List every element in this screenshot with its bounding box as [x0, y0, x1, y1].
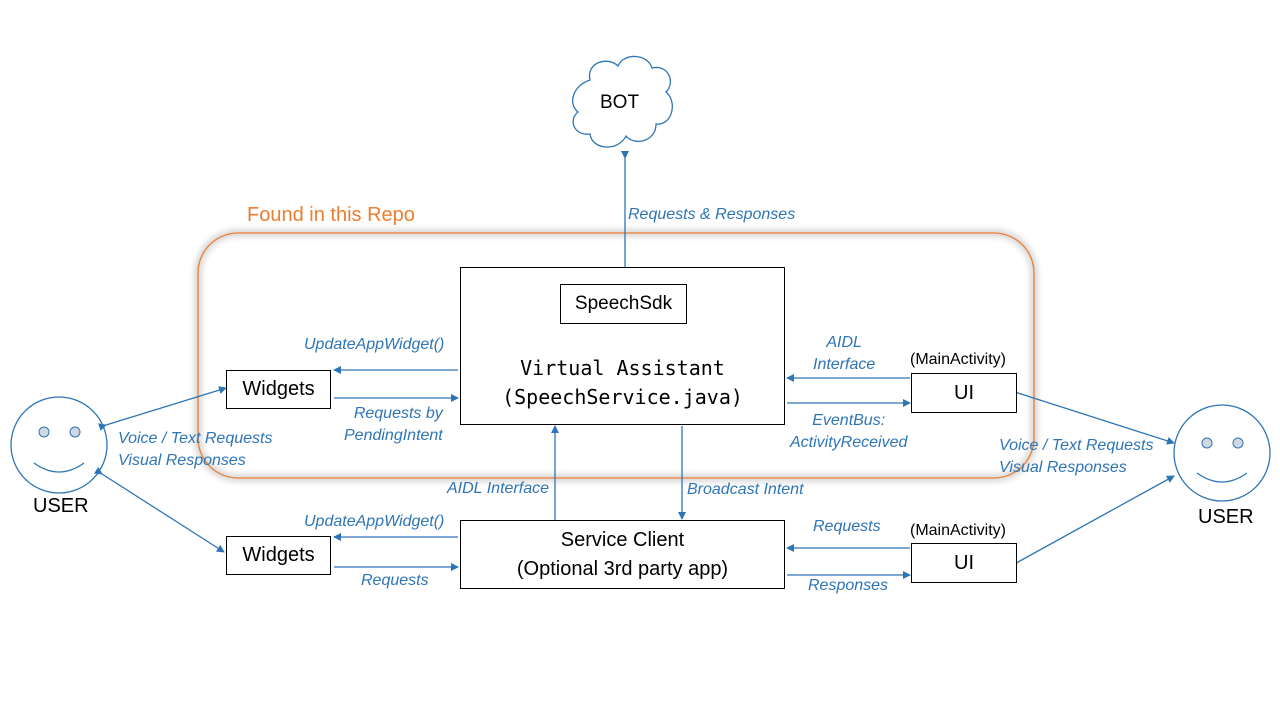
label-voice-left: Voice / Text Requests Visual Responses — [118, 428, 272, 472]
widgets-bottom-label: Widgets — [242, 544, 315, 566]
label-voice-right-line1: Voice / Text Requests — [999, 437, 1154, 454]
label-requests-by: Requests by PendingIntent — [344, 403, 443, 447]
label-requests-by-line2: PendingIntent — [344, 427, 443, 444]
repo-boundary — [197, 232, 1035, 479]
user-left-smiley-icon — [10, 396, 108, 494]
virtual-assistant-box: SpeechSdk Virtual Assistant (SpeechServi… — [460, 267, 785, 425]
widgets-top-box: Widgets — [226, 370, 331, 409]
label-eventbus-line1: EventBus: — [812, 412, 886, 429]
service-client-box: Service Client (Optional 3rd party app) — [460, 520, 785, 589]
arrow-ui-user-bottom — [1009, 475, 1175, 569]
ui-bottom-box: UI — [911, 543, 1017, 583]
virtual-assistant-subtitle: (SpeechService.java) — [502, 385, 743, 409]
label-aidl-top-line2: Interface — [813, 356, 876, 373]
bot-cloud-icon — [572, 55, 673, 148]
label-requests-bottom-right: Requests — [813, 518, 881, 535]
service-client-title: Service Client — [560, 528, 685, 551]
ui-top-caption: (MainActivity) — [910, 351, 1007, 368]
user-right-label: USER — [1198, 506, 1254, 528]
virtual-assistant-title: Virtual Assistant — [520, 356, 725, 380]
service-client-subtitle: (Optional 3rd party app) — [516, 557, 729, 580]
label-eventbus: EventBus: ActivityReceived — [790, 410, 907, 454]
label-responses-bottom-right: Responses — [808, 577, 889, 594]
label-requests-bottom-left: Requests — [361, 572, 429, 589]
ui-top-box: UI — [911, 373, 1017, 413]
user-right-smiley-icon — [1173, 404, 1271, 502]
label-requests-responses: Requests & Responses — [628, 206, 796, 223]
label-aidl-interface: AIDL Interface — [447, 480, 549, 497]
ui-top-label: UI — [954, 381, 974, 404]
label-update-widget-bottom: UpdateAppWidget() — [304, 513, 445, 530]
label-eventbus-line2: ActivityReceived — [790, 434, 908, 451]
label-aidl-top: AIDL Interface — [813, 332, 875, 376]
user-left-label: USER — [33, 495, 89, 517]
speechsdk-label: SpeechSdk — [574, 293, 673, 314]
label-aidl-top-line1: AIDL — [826, 334, 862, 351]
label-voice-right-line2: Visual Responses — [999, 459, 1127, 476]
label-voice-left-line2: Visual Responses — [118, 452, 246, 469]
label-voice-left-line1: Voice / Text Requests — [118, 430, 273, 447]
label-voice-right: Voice / Text Requests Visual Responses — [999, 435, 1153, 479]
widgets-bottom-box: Widgets — [226, 536, 331, 575]
label-requests-by-line1: Requests by — [353, 405, 443, 422]
label-broadcast-intent: Broadcast Intent — [687, 481, 804, 498]
arrow-user-widgets-top — [98, 386, 227, 431]
ui-bottom-label: UI — [954, 551, 974, 574]
bot-label: BOT — [600, 92, 640, 113]
arrow-ui-user-top — [1010, 387, 1175, 445]
repo-title: Found in this Repo — [247, 204, 415, 226]
label-update-widget-top: UpdateAppWidget() — [304, 336, 445, 353]
widgets-top-label: Widgets — [242, 378, 315, 400]
speechsdk-box: SpeechSdk — [560, 284, 687, 324]
ui-bottom-caption: (MainActivity) — [910, 522, 1007, 539]
arrow-user-widgets-bottom — [93, 466, 225, 553]
